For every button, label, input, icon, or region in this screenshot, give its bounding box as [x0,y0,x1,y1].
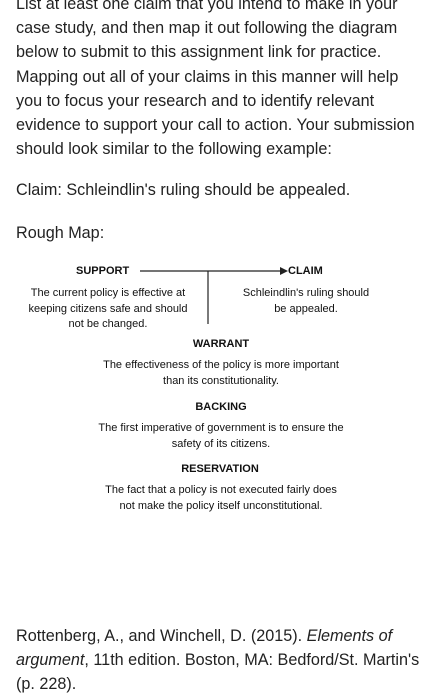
claim-heading: CLAIM [288,265,323,277]
reservation-text: The fact that a policy is not executed f… [105,484,337,512]
warrant-text: The effectiveness of the policy is more … [103,359,339,387]
rough-map-label: Rough Map: [16,224,105,242]
reservation-heading: RESERVATION [181,463,259,475]
support-text: The current policy is effective at keepi… [28,287,188,330]
claim-text: Schleindlin's ruling should be appealed. [242,287,370,315]
citation: Rottenberg, A., and Winchell, D. (2015).… [16,624,426,697]
backing-heading: BACKING [195,401,247,413]
backing-text: The first imperative of government is to… [98,422,344,450]
example-claim: Claim: Schleindlin's ruling should be ap… [16,181,351,199]
citation-details: , 11th edition. Boston, MA: Bedford/St. … [16,651,420,694]
citation-title: Elements of argument [16,627,393,670]
support-heading: SUPPORT [76,265,130,277]
toulmin-diagram: SUPPORT The current policy is effective … [28,265,370,512]
warrant-heading: WARRANT [192,338,250,350]
arrow-head-icon [280,267,288,275]
assignment-instructions: List at least one claim that you intend … [16,0,415,159]
citation-authors: Rottenberg, A., and Winchell, D. (2015). [16,627,303,645]
